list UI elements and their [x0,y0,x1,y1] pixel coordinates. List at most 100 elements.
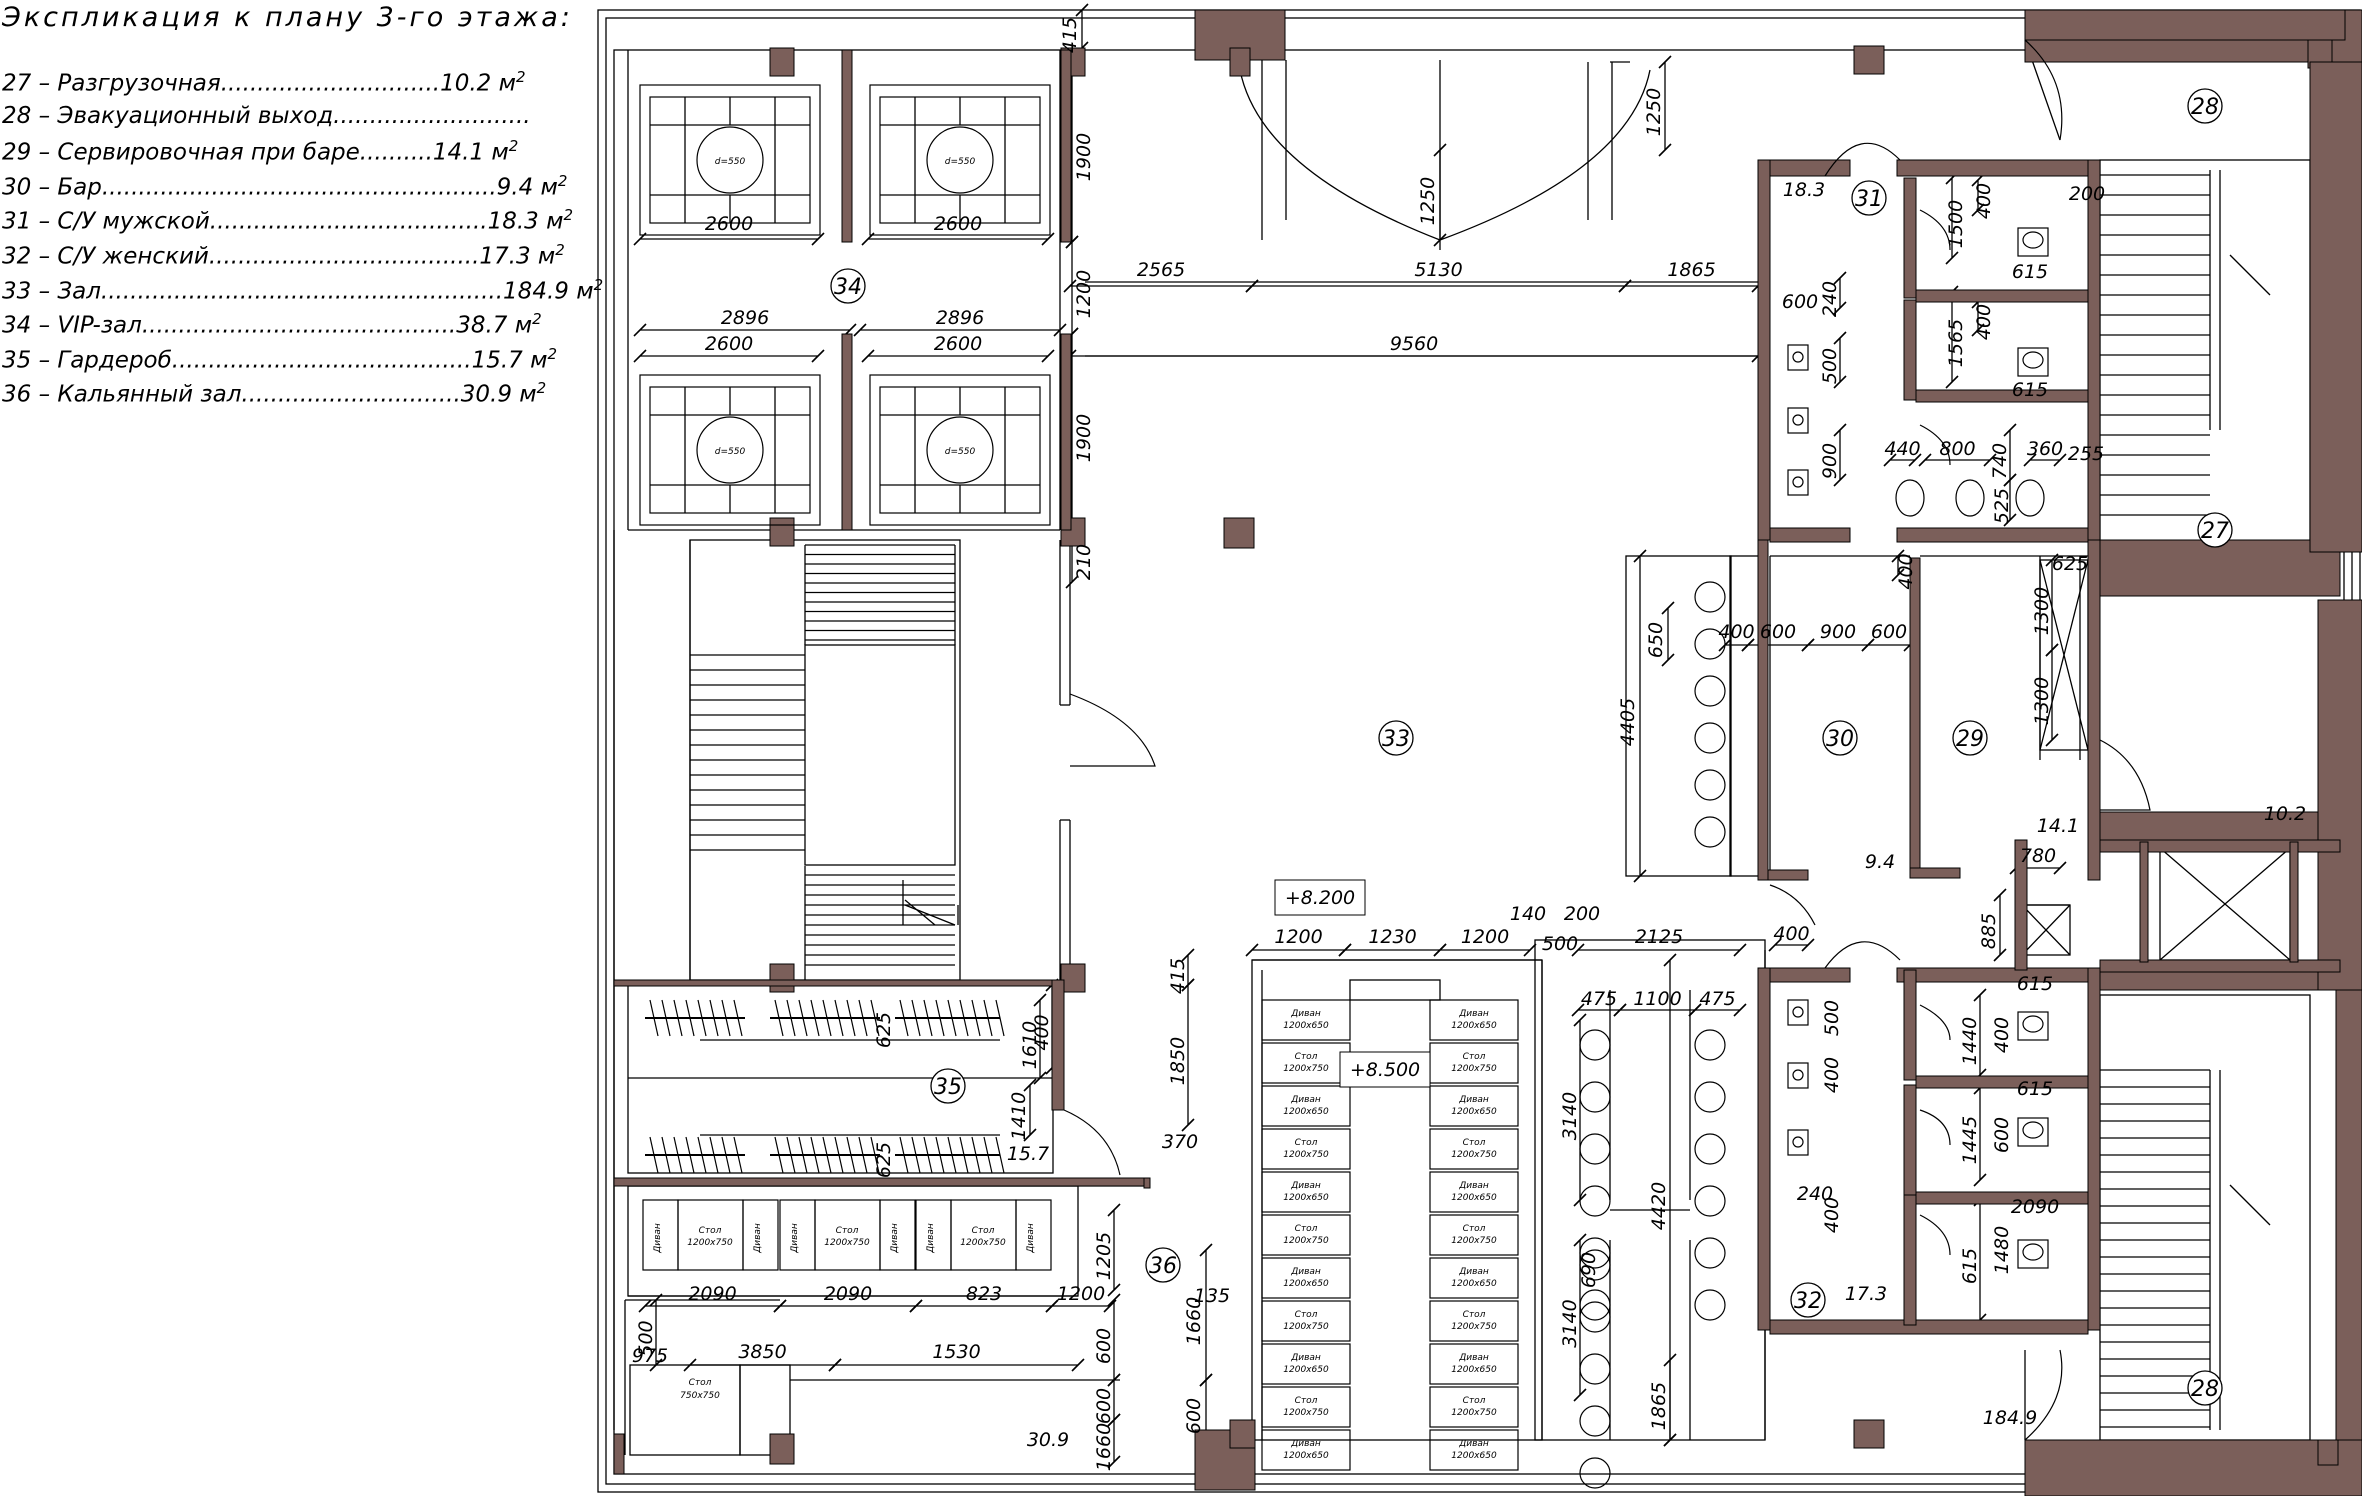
dimension-label: 2600 [934,213,982,235]
dimension-label: 900 [1819,443,1841,479]
urinal [2015,479,2045,517]
room-area: 30.9 [1027,1429,1069,1451]
plan-line [661,999,671,1037]
dimension-label: 3850 [738,1341,786,1363]
wall-segment [613,979,1065,987]
dimension-label: 1850 [1167,1037,1189,1085]
plan-path [1919,1109,1951,1146]
plan-rect [1261,1300,1351,1342]
dimension-label: 1445 [1959,1116,1981,1164]
wall-segment [2087,539,2101,881]
plan-line [1065,575,1079,589]
wall-segment [1915,1191,2089,1205]
plan-line [1107,1203,1121,1217]
furniture-label: Диван [1290,1353,1321,1363]
plan-rect [1261,999,1351,1041]
plan-rect [1429,1429,1519,1471]
dimension-label: 255 [2068,443,2104,465]
room-area: 15.7 [1007,1143,1049,1165]
plan-circle [1579,1457,1611,1489]
legend-row-32: 32 – С/У женский........................… [2,241,565,270]
plan-line [2229,254,2271,296]
wall-segment [1757,159,1771,541]
wall-segment [1767,869,1809,881]
plan-line [904,904,956,926]
dimension-label: 415 [1167,958,1189,994]
legend-row-36: 36 – Кальянный зал......................… [2,379,547,409]
plan-line [834,999,844,1037]
dimension-label: 823 [966,1283,1002,1305]
plan-line [1199,1373,1213,1387]
plan-rect [627,984,1054,1174]
plan-circle [1579,1081,1611,1113]
legend-title: Экспликация к плану 3-го этажа: [2,2,573,33]
wall-segment [1903,969,1917,1081]
dimension-label: 2125 [1635,926,1683,948]
wall-segment [1903,299,1917,401]
wall-segment [841,49,853,243]
dimension-label: 135 [1194,1285,1230,1307]
wall-segment [1915,1075,2089,1089]
room-number: 34 [834,275,862,300]
plan-line [1971,203,1985,217]
plan-rect [1429,1085,1519,1127]
dimension-label: 2090 [824,1283,872,1305]
plan-line [2003,473,2017,487]
wall-segment [769,47,795,77]
dimension-label: 1610 [1019,1021,1041,1069]
dimension-label: 900 [1820,621,1856,643]
plan-line [1181,1118,1195,1132]
dimension-label: 1200 [1057,1283,1105,1305]
wall-segment [1223,517,1255,549]
dimension-label: 9560 [1390,333,1438,355]
wall-segment [2099,839,2341,853]
plan-path [1069,693,1156,767]
plan-line [1891,568,1905,582]
furniture-size: 1200x750 [1451,1150,1497,1160]
urinal [1895,479,1925,517]
plan-line [861,349,875,363]
plan-circle [1792,1069,1804,1081]
plan-rect [2017,1239,2049,1269]
dimension-label: 400 [1821,1057,1843,1093]
furniture-size: 1200x650 [1283,1107,1329,1117]
dimension-label: 210 [1073,544,1095,580]
plan-line [2045,553,2059,567]
room-number: 30 [1826,727,1854,752]
furniture-size: 1200x650 [1451,1107,1497,1117]
furniture-label: Диван [1290,1439,1321,1449]
furniture-size: 1200x650 [1451,1021,1497,1031]
dimension-label: 1100 [1633,988,1681,1010]
dimension-label: 1200 [1073,270,1095,318]
room-number: 36 [1149,1254,1177,1279]
room-number-marker [2187,1370,2223,1406]
furniture-label: Стол [1463,1224,1486,1234]
plan-line [1573,1013,1587,1027]
dimension-label: 1480 [1991,1226,2013,1274]
plan-rect [1429,999,1519,1041]
plan-line [1833,331,1847,345]
plan-line [1107,1413,1121,1427]
furniture-label: Диван [926,1223,936,1254]
dimension-label: 2896 [936,307,984,329]
dimension-label: 360 [2027,438,2063,460]
plan-line [2053,861,2067,875]
plan-line [1181,978,1195,992]
plan-circle [1579,1301,1611,1333]
plan-circle [1694,769,1726,801]
plan-line [2039,559,2089,751]
dimension-label: 3140 [1559,1299,1581,1347]
plan-circle [926,126,994,194]
plan-line [1833,271,1847,285]
dimension-label: 400 [1973,304,1995,340]
plan-line [673,999,683,1037]
plan-line [1971,323,1985,337]
dimension-label: 440 [1884,438,1920,460]
furniture-size: 1200x650 [1451,1451,1497,1461]
wall-segment [769,517,795,547]
plan-line [1891,549,1905,563]
plan-circle [1694,816,1726,848]
plan-line [1571,1003,1585,1017]
plan-circle [1694,1289,1726,1321]
plan-rect [2017,1011,2049,1041]
